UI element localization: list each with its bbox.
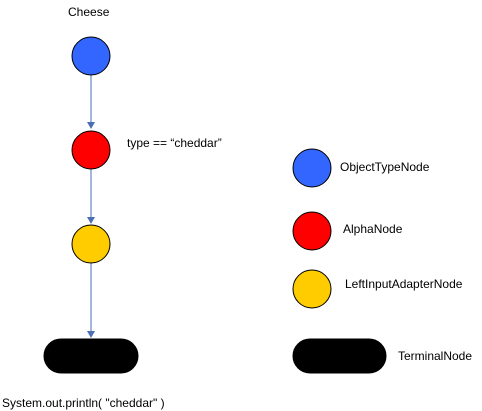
- root-label: Cheese: [68, 5, 110, 19]
- legend-object-type-label: ObjectTypeNode: [340, 160, 430, 174]
- alpha-condition-label: type == “cheddar”: [127, 136, 222, 150]
- legend-alpha-label: AlphaNode: [343, 222, 403, 236]
- left-input-adapter-node: [71, 224, 111, 264]
- object-type-node: [71, 36, 111, 76]
- consequence-label: System.out.println( "cheddar" ): [2, 396, 165, 410]
- legend-left-input-adapter-label: LeftInputAdapterNode: [345, 277, 463, 291]
- legend-terminal-swatch: [292, 338, 387, 374]
- alpha-node: [71, 130, 111, 170]
- legend-terminal-label: TerminalNode: [398, 349, 473, 363]
- legend-left-input-adapter-swatch: [292, 269, 332, 309]
- terminal-node: [43, 338, 139, 374]
- legend-object-type-swatch: [292, 148, 332, 188]
- legend-alpha-swatch: [292, 211, 332, 251]
